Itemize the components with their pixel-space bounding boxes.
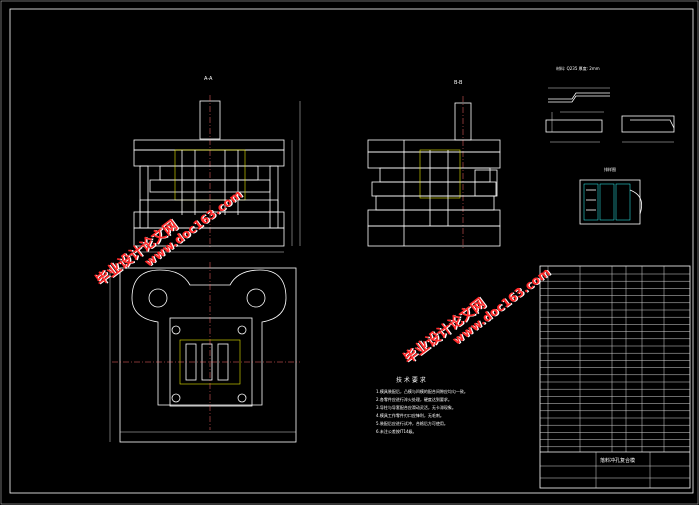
tech-note-5: 5.装配后应进行试冲，合格后方可使用。 xyxy=(376,420,448,426)
tech-note-2: 2.各零件应进行淬火处理，硬度达到要求。 xyxy=(376,396,452,402)
section-label-b: B-B xyxy=(454,80,463,86)
section-view-b: B-B xyxy=(367,80,501,248)
section-label-a: A-A xyxy=(204,76,213,82)
tech-notes-title: 技 术 要 求 xyxy=(396,376,426,384)
plan-view xyxy=(109,262,300,443)
tech-note-3: 3.导柱与导套配合应滑动灵活，无卡滞现象。 xyxy=(376,404,456,410)
section-view-a: A-A xyxy=(133,76,301,253)
watermark-upper: 毕业设计论文网 毕业设计论文网 www.doc163.com www.doc16… xyxy=(92,187,246,289)
parts-list: 落料冲孔复合模 xyxy=(539,265,691,489)
strip-layout-label: 排样图 xyxy=(604,166,616,172)
tech-note-4: 4.模具工作零件刃口应锋利，无毛刺。 xyxy=(376,412,444,418)
tech-note-6: 6.未注公差按IT14级。 xyxy=(376,428,417,434)
part-drawing: 材料: Q235 厚度: 2mm xyxy=(545,65,675,143)
technical-requirements: 技 术 要 求 1.模具装配后，凸模与凹模的配合间隙应均匀一致。 2.各零件应进… xyxy=(376,376,468,434)
watermark-lower: 毕业设计论文网 毕业设计论文网 www.doc163.com www.doc16… xyxy=(400,265,554,367)
title-block-name: 落料冲孔复合模 xyxy=(600,457,635,464)
part-material-label: 材料: Q235 厚度: 2mm xyxy=(556,65,600,71)
strip-layout: 排样图 xyxy=(579,166,643,225)
tech-note-1: 1.模具装配后，凸模与凹模的配合间隙应均匀一致。 xyxy=(376,388,468,394)
